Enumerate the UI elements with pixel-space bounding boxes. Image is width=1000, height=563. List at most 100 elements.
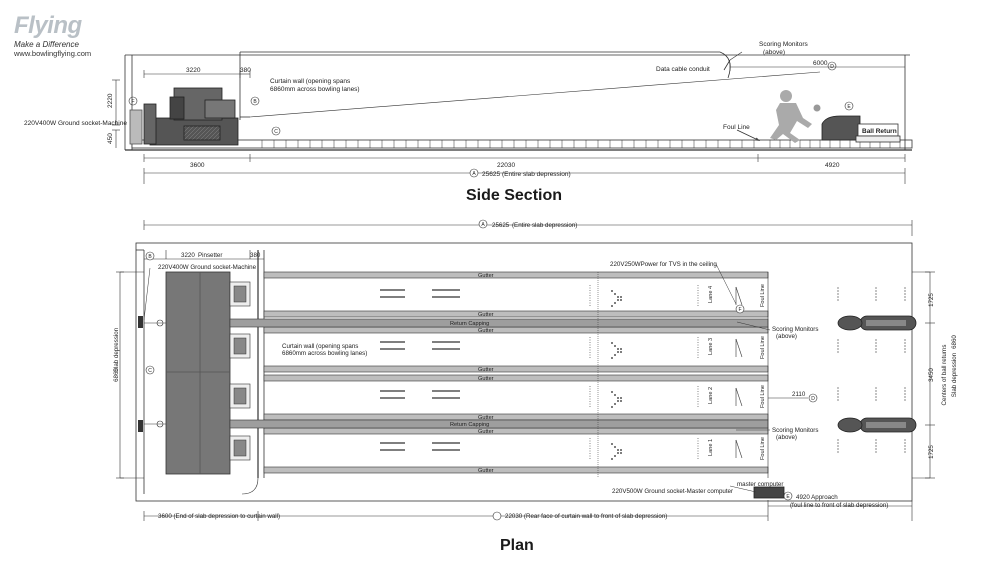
approach-dot [875, 296, 877, 298]
plan-curtain-wall-label-1: Curtain wall (opening spans [282, 343, 358, 350]
plan-slab-right-label: Slab depression [951, 352, 958, 397]
approach-dot [837, 442, 839, 444]
approach-dot [875, 351, 877, 353]
cable-conduit-curve [719, 51, 731, 79]
lane-arrow-dot [611, 406, 613, 408]
plan-marker-a [478, 219, 488, 229]
lane-arrow-dot [617, 452, 619, 454]
monitor-bracket [723, 59, 731, 71]
side-foul-line-label: Foul Line [723, 124, 750, 131]
side-marker-a-text: A [472, 171, 476, 177]
lane-label: Lane 1 [708, 439, 714, 456]
approach-dot [837, 399, 839, 401]
plan-marker-d [808, 393, 818, 403]
lane-arrow-dot [614, 403, 616, 405]
plan-marker-b [145, 251, 155, 261]
side-ball-return-label: Ball Return [862, 128, 897, 135]
lane-arrow-dot [614, 345, 616, 347]
side-marker-e [844, 101, 854, 111]
lane-arrow-dot [614, 302, 616, 304]
gutter [263, 271, 769, 279]
approach-dot [837, 293, 839, 295]
approach-dot [904, 399, 906, 401]
gutter-label: Gutter [478, 273, 494, 279]
return-capping [229, 419, 769, 429]
plan-scoring-monitors-1-sub: (above) [776, 333, 797, 340]
plan-curtain-wall-label-2: 6860mm across bowling lanes) [282, 350, 367, 357]
lane-arrow-dot [617, 348, 619, 350]
lane-arrow-dot [620, 348, 622, 350]
sight-line [249, 71, 821, 118]
gutter [263, 374, 769, 382]
plan-dim-6860-right: 6860 [951, 335, 958, 349]
master-computer-box [753, 486, 785, 499]
return-capping-label: Return Capping [450, 422, 489, 428]
plan-view [116, 219, 935, 521]
approach-dot [875, 399, 877, 401]
side-marker-d-text: D [830, 64, 834, 70]
approach-dot [904, 348, 906, 350]
lane-arrow-dot [620, 397, 622, 399]
plan-lanes [229, 271, 769, 474]
side-dim-6000: 6000 [813, 60, 828, 67]
side-dim-450: 450 [107, 133, 114, 144]
plan-pinsetter-label: Pinsetter [198, 252, 222, 259]
brand-website: www.bowlingflying.com [14, 49, 92, 58]
approach-dot [875, 293, 877, 295]
plan-socket-label: 220V400W Ground socket-Machine [158, 264, 257, 271]
brand-tagline: Make a Difference [14, 40, 79, 49]
plan-dim-3600-note: 3600 (End of slab depression to curtain … [158, 513, 280, 520]
lane-label: Lane 4 [708, 286, 714, 303]
lane-arrow-dot [614, 354, 616, 356]
foul-line-label: Foul Line [760, 385, 766, 408]
approach-dot [904, 342, 906, 344]
approach-dot [904, 290, 906, 292]
foul-line-label: Foul Line [760, 437, 766, 460]
gutter [263, 427, 769, 435]
foul-line-label: Foul Line [760, 336, 766, 359]
approach-dot [904, 396, 906, 398]
approach-dot [904, 351, 906, 353]
plan-dim-2110: 2110 [792, 391, 806, 398]
lane-arrow-dot [617, 400, 619, 402]
plan-marker-d-text: D [811, 396, 815, 402]
lane-label: Lane 2 [708, 387, 714, 404]
side-dim-22030: 22030 [497, 162, 515, 169]
approach-dot [904, 339, 906, 341]
lane-arrow-dot [611, 290, 613, 292]
approach-dot [837, 387, 839, 389]
plan-slab-left-label: Slab depression [113, 327, 120, 372]
plan-door-arc [241, 477, 259, 495]
plan-power-tvs-label: 220V250WPower for TVS in the ceiling [610, 261, 717, 268]
side-dimensions [112, 63, 906, 184]
return-capping-label: Return Capping [450, 321, 489, 327]
plan-marker-f-text: F [738, 307, 741, 313]
plan-lane-text: GutterGutterGutterGutterGutterGutterGutt… [450, 273, 766, 474]
side-marker-b [250, 96, 260, 106]
plan-marker-e-text: E [786, 494, 790, 500]
approach-dot [837, 451, 839, 453]
gutter [263, 310, 769, 318]
side-data-cable-label: Data cable conduit [656, 66, 710, 73]
approach-dot [875, 290, 877, 292]
approach-dot [875, 445, 877, 447]
approach-dot [875, 390, 877, 392]
side-curtain-wall-label-1: Curtain wall (opening spans [270, 78, 351, 85]
plan-marker-f [735, 304, 745, 314]
plan-bottom-dimensions [143, 500, 913, 521]
plan-socket-master-label: 220V500W Ground socket-Master computer [612, 488, 733, 495]
plan-scoring-monitors-1: Scoring Monitors [772, 326, 818, 333]
side-dim-3600: 3600 [190, 162, 205, 169]
plan-dim-1725-bottom: 1725 [928, 445, 935, 459]
approach-dot [837, 345, 839, 347]
plan-approach-note: (foul line to front of slab depression) [790, 502, 888, 509]
plan-marker-c-text: C [148, 368, 152, 374]
foul-bracket [735, 286, 743, 306]
plan-right-dimensions [912, 271, 935, 479]
bowler-figure [770, 90, 821, 143]
lane-arrow-dot [611, 357, 613, 359]
lane-arrow-dot [617, 299, 619, 301]
approach-dots [837, 287, 906, 453]
approach-dot [904, 393, 906, 395]
